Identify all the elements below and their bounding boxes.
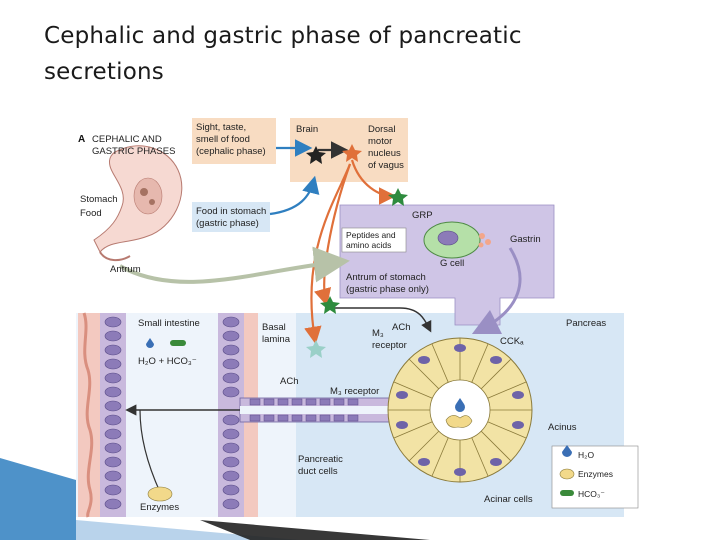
pancreas-label: Pancreas [566, 318, 606, 329]
stomach-label: Stomach [80, 194, 118, 205]
basal-label-2: lamina [262, 334, 291, 345]
acinus-label: Acinus [548, 422, 577, 433]
enzymes-label: Enzymes [140, 502, 179, 513]
lumen-water-icon [146, 338, 154, 348]
antrum-to-pancreas-arrow [119, 246, 350, 284]
duct-label-2: duct cells [298, 466, 338, 477]
sight-box [192, 118, 276, 164]
sight-label-1: Sight, taste, [196, 122, 246, 133]
enzyme-flow-arrow [139, 409, 161, 493]
ach-label-bottom: ACh [280, 376, 298, 387]
intestinal-wall-right [218, 313, 258, 517]
lumen-bicarbonate-icon [170, 340, 186, 346]
vagus-to-grp-arrow [350, 159, 397, 205]
peptides-label-2: amino acids [346, 240, 391, 250]
dorsal-label-3: nucleus [368, 148, 401, 159]
ach-to-acinar-arrow [330, 307, 432, 333]
gastrin-pathway-arrow [471, 247, 522, 335]
dorsal-label-1: Dorsal [368, 124, 395, 135]
receptor-label-top: receptor [372, 340, 407, 351]
antrum-stomach-label-1: Antrum of stomach [346, 272, 426, 283]
sight-label-2: smell of food [196, 134, 250, 145]
acinus [387, 337, 533, 483]
dorsal-label-2: motor [368, 136, 392, 147]
h2o-hco3-label: H₂O + HCO₃⁻ [138, 356, 197, 367]
duct-label-1: Pancreatic [298, 454, 343, 465]
antrum-stomach-label-2: (gastric phase only) [346, 284, 429, 295]
phase-title-2: GASTRIC PHASES [92, 146, 175, 157]
ach-label-top: ACh [392, 322, 410, 333]
grp-label: GRP [412, 210, 433, 221]
peptides-label-1: Peptides and [346, 230, 396, 240]
pancreatic-duct [239, 397, 401, 423]
enzyme-blob-icon [559, 468, 575, 480]
food-label: Food [80, 208, 102, 219]
phase-title-1: CEPHALIC AND [92, 134, 162, 145]
synapse-stars [306, 144, 408, 358]
acinar-label: Acinar cells [484, 494, 533, 505]
legend-label-h2o: H₂O [578, 450, 594, 460]
legend: H₂O Enzymes HCO₃⁻ [551, 445, 639, 509]
intestinal-wall-left [78, 312, 126, 518]
food-stomach-label-2: (gastric phase) [196, 218, 259, 229]
small-intestine-label: Small intestine [138, 318, 200, 329]
bicarbonate-pill-icon [560, 490, 574, 496]
legend-label-enzymes: Enzymes [578, 469, 613, 479]
dorsal-label-4: of vagus [368, 160, 404, 171]
panel-letter: A [78, 134, 85, 145]
food-to-brain-arrow [269, 175, 320, 216]
gcell-label: G cell [440, 258, 464, 269]
basal-label-1: Basal [262, 322, 286, 333]
water-drop-icon [562, 445, 572, 457]
stomach-illustration [93, 145, 183, 262]
brain-label: Brain [296, 124, 318, 135]
vagus-to-duct-arrow [304, 163, 352, 345]
m3-receptor-label: M₃ receptor [330, 386, 379, 397]
food-stomach-label-1: Food in stomach [196, 206, 266, 217]
slide-decoration [0, 458, 430, 540]
legend-label-hco3: HCO₃⁻ [578, 489, 605, 499]
slide-title: Cephalic and gastric phase of pancreatic… [44, 23, 522, 85]
gastrin-label: Gastrin [510, 234, 541, 245]
food-stomach-box [192, 202, 270, 232]
lumen-enzyme-icon [147, 486, 173, 502]
peptides-box [341, 227, 407, 253]
sight-label-3: (cephalic phase) [196, 146, 266, 157]
m3-label-top: M₃ [372, 328, 384, 339]
cck-label: CCKₐ [500, 336, 524, 347]
vagus-to-acinar-arrow [314, 163, 352, 307]
antrum-label: Antrum [110, 264, 141, 275]
